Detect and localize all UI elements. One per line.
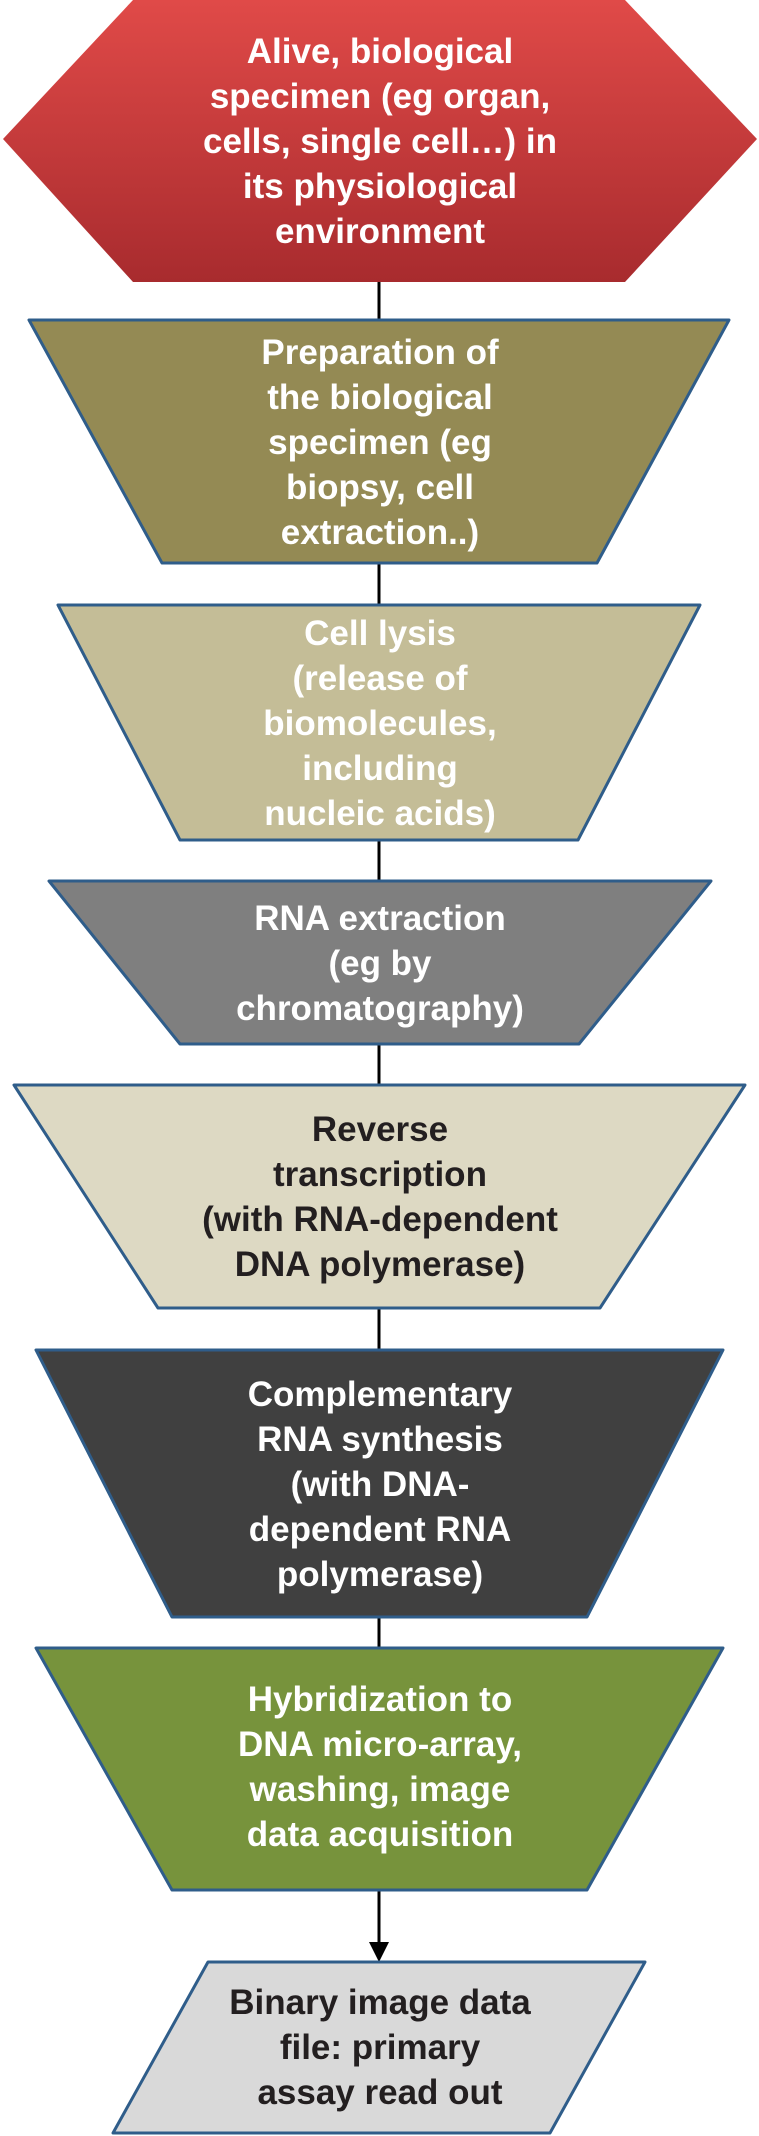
step-shape-reverse-transcription xyxy=(12,1083,747,1310)
step-shape-crna-synthesis xyxy=(34,1348,725,1619)
step-shape-rna-extraction xyxy=(47,879,713,1046)
step-shape-hybridization xyxy=(34,1646,725,1892)
step-label-rna-extraction: RNA extraction (eg by chromatography) xyxy=(236,898,524,1028)
step-label-preparation: Preparation of the biological specimen (… xyxy=(261,332,499,552)
step-shape-preparation xyxy=(27,318,731,565)
step-shape-binary-output xyxy=(111,1960,647,2135)
step-label-cell-lysis: Cell lysis (release of biomolecules, inc… xyxy=(263,613,497,833)
step-label-crna-synthesis: Complementary RNA synthesis (with DNA- d… xyxy=(247,1374,513,1594)
arrowhead-icon xyxy=(369,1942,389,1962)
step-label-hybridization: Hybridization to DNA micro-array, washin… xyxy=(238,1680,522,1854)
step-shape-cell-lysis xyxy=(56,603,702,842)
step-label-binary-output: Binary image data file: primary assay re… xyxy=(229,1982,531,2112)
step-shape-specimen xyxy=(3,0,757,282)
step-label-specimen: Alive, biological specimen (eg organ, ce… xyxy=(202,31,558,251)
step-label-reverse-transcription: Reverse transcription (with RNA-dependen… xyxy=(202,1110,558,1284)
